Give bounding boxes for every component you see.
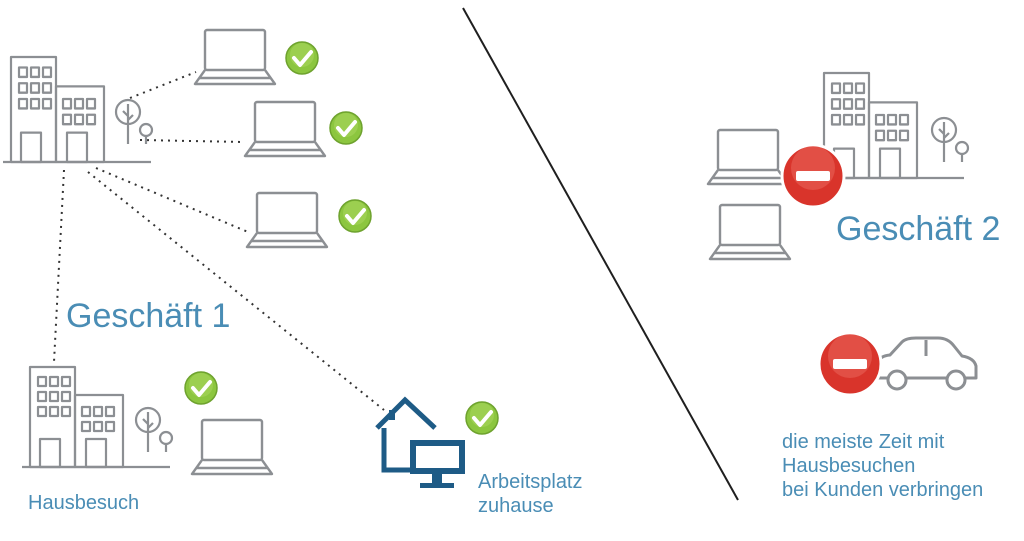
home-office-label: Arbeitsplatz zuhause (478, 470, 583, 518)
laptop-icon (708, 203, 792, 261)
connection-lines (53, 71, 385, 411)
blocked-icon (780, 143, 846, 209)
blocked-icon (817, 331, 883, 397)
client-building (20, 365, 174, 469)
business-1-title: Geschäft 1 (66, 297, 231, 335)
check-icon (337, 198, 373, 234)
house-icon (375, 396, 437, 473)
business-2-note: die meiste Zeit mit Hausbesuchen bei Kun… (782, 430, 983, 502)
laptop-icon (243, 100, 327, 158)
check-icon (328, 110, 364, 146)
laptop-icon (706, 128, 790, 186)
car-icon (876, 336, 978, 391)
laptop-icon (193, 28, 277, 86)
home-visit-label: Hausbesuch (28, 492, 140, 514)
divider-line (462, 7, 739, 501)
tree-icon (930, 116, 970, 164)
check-icon (284, 40, 320, 76)
note-line-2: Hausbesuchen (782, 455, 916, 477)
laptop-icon (190, 418, 274, 476)
note-line-1: die meiste Zeit mit (782, 431, 945, 453)
check-icon (464, 400, 500, 436)
monitor-icon (410, 440, 465, 488)
laptop-icon (245, 191, 329, 249)
tree-icon (114, 98, 154, 146)
note-line-3: bei Kunden verbringen (782, 479, 984, 501)
office-building-main (1, 55, 154, 164)
check-icon (183, 370, 219, 406)
business-2-title: Geschäft 2 (836, 210, 1001, 248)
home-office-label-line-2: zuhause (478, 495, 554, 517)
tree-icon (134, 406, 174, 454)
home-office-label-line-1: Arbeitsplatz (478, 471, 583, 493)
